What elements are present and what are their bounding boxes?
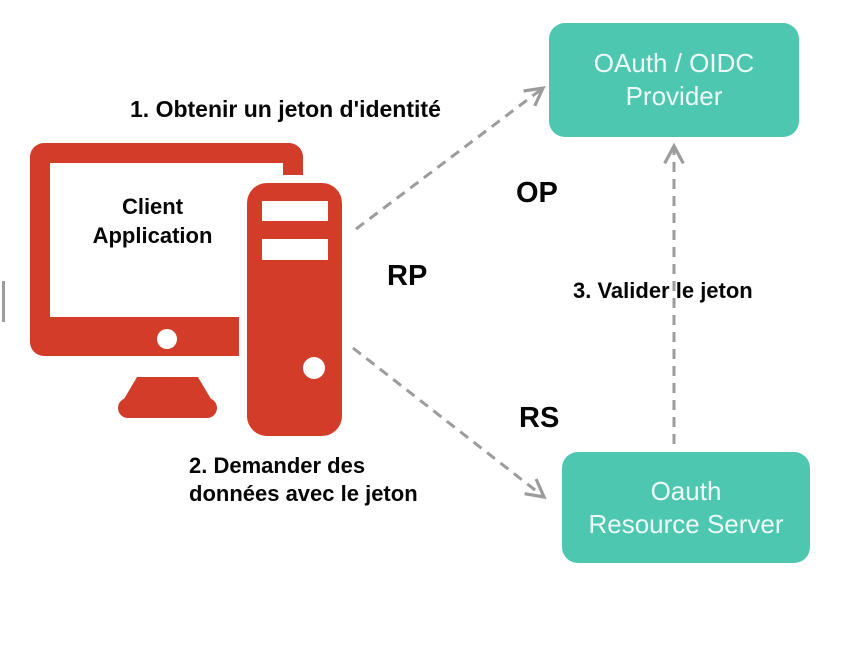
monitor-stand-neck xyxy=(124,377,211,399)
tower-power-button-icon xyxy=(303,357,325,379)
monitor-button-icon xyxy=(157,329,177,349)
client-label-line2: Application xyxy=(92,223,213,248)
client-application-label: Client Application xyxy=(55,192,250,250)
step3-label: 3. Valider le jeton xyxy=(573,278,753,303)
role-rs-label: RS xyxy=(519,402,560,434)
arrow-1-obtain-token xyxy=(355,85,546,231)
provider-box-line1: OAuth / OIDC xyxy=(593,48,755,78)
oauth-resource-server-box: Oauth Resource Server xyxy=(562,452,810,563)
step2-label: 2. Demander des données avec le jeton xyxy=(189,452,418,508)
provider-box-line2: Provider xyxy=(625,81,723,111)
left-edge-artifact xyxy=(2,281,5,322)
tower-drive-bay-icon xyxy=(262,201,328,221)
tower-icon xyxy=(247,183,342,436)
client-label-line1: Client xyxy=(121,194,184,219)
tower-drive-bay-icon xyxy=(262,239,328,260)
monitor-stand-base xyxy=(118,398,217,418)
resource-box-line2: Resource Server xyxy=(588,508,784,539)
resource-box-line1: Oauth xyxy=(650,475,722,506)
oauth-oidc-provider-box: OAuth / OIDC Provider xyxy=(549,23,799,137)
role-op-label: OP xyxy=(516,177,558,209)
step2-line1: 2. Demander des xyxy=(189,453,366,478)
step1-label: 1. Obtenir un jeton d'identité xyxy=(130,96,441,122)
arrow-2-request-data xyxy=(352,346,547,500)
role-rp-label: RP xyxy=(387,260,428,292)
step2-line2: données avec le jeton xyxy=(189,481,418,506)
